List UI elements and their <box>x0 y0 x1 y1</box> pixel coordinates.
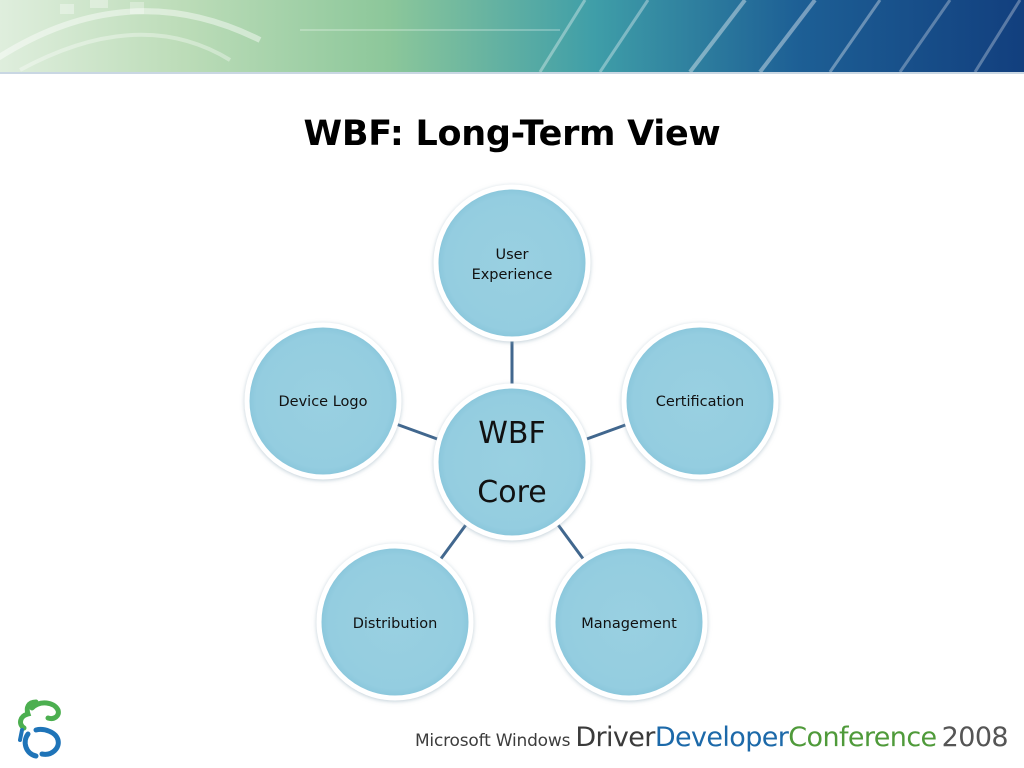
conference-figure-logo-icon <box>18 699 61 759</box>
footer-driver: Driver <box>575 722 655 753</box>
node-label-management: Management <box>581 616 677 632</box>
footer-developer: Developer <box>654 722 789 753</box>
node-label-user-experience-line2: Experience <box>472 267 553 283</box>
node-wbf-core <box>433 383 591 541</box>
node-label-certification: Certification <box>656 394 745 410</box>
slide-title: WBF: Long-Term View <box>303 114 721 154</box>
core-label-line2: Core <box>477 475 546 510</box>
connector-device-logo <box>395 422 441 442</box>
node-device-logo <box>244 322 402 480</box>
node-label-user-experience-line1: User <box>495 247 528 263</box>
header-banner <box>0 0 1024 74</box>
footer-conference: Conference <box>788 722 937 753</box>
footer-brand: Microsoft Windows DriverDeveloperConfere… <box>414 722 1009 753</box>
connector-distribution <box>438 521 470 561</box>
node-label-distribution: Distribution <box>353 616 438 632</box>
node-certification <box>621 322 779 480</box>
node-user-experience <box>433 184 591 342</box>
banner-decoration <box>0 0 1022 72</box>
footer-year: 2008 <box>941 722 1009 753</box>
node-management <box>550 543 708 701</box>
connector-certification <box>583 422 629 442</box>
footer-microsoft-windows: Microsoft Windows <box>414 731 571 751</box>
node-distribution <box>316 543 474 701</box>
connector-management <box>554 521 586 561</box>
core-label-line1: WBF <box>478 416 546 451</box>
node-label-device-logo: Device Logo <box>279 394 368 410</box>
